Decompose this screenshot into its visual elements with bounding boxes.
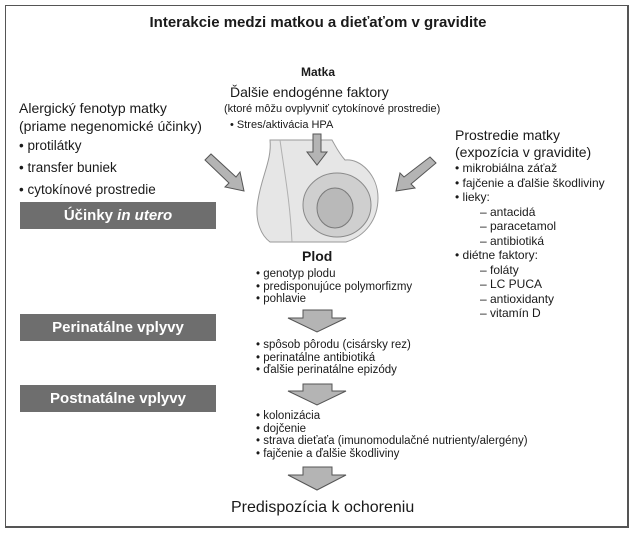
allergic-item: • protilátky (19, 138, 82, 153)
allergic-title: Alergický fenotyp matky (19, 100, 167, 116)
environment-subtitle: (expozícia v gravidite) (455, 144, 592, 160)
environment-subitem: – antacidá (480, 204, 536, 219)
endogenous-subtitle: (ktoré môžu ovplyvniť cytokínové prostre… (224, 103, 441, 115)
arrow-fetus-to-perinatal (287, 309, 347, 333)
fetus-item: • genotyp plodu (256, 268, 336, 280)
allergic-item: • cytokínové prostredie (19, 182, 156, 197)
perinatal-item: • spôsob pôrodu (cisársky rez) (256, 339, 411, 351)
perinatal-item: • perinatálne antibiotiká (256, 351, 376, 364)
endogenous-title: Ďalšie endogénne faktory (230, 84, 389, 100)
environment-title: Prostredie matky (455, 127, 561, 143)
postnatal-item: • fajčenie a ďalšie škodliviny (256, 447, 400, 460)
arrow-perinatal-to-postnatal (287, 383, 347, 406)
allergic-subtitle: (priame negenomické účinky) (19, 118, 202, 134)
postnatal-box: Postnatálne vplyvy (20, 385, 216, 412)
in-utero-italic: in utero (117, 207, 173, 224)
environment-subitem: – vitamín D (480, 306, 541, 320)
environment-item: • diétne faktory: (455, 248, 538, 262)
perinatal-item: • ďalšie perinatálne epizódy (256, 364, 397, 376)
environment-subitem: – LC PUCA (480, 277, 543, 291)
outcome-label: Predispozícia k ochoreniu (231, 499, 415, 516)
arrow-postnatal-to-outcome (287, 466, 347, 491)
environment-item: • fajčenie a ďalšie škodliviny (455, 175, 605, 190)
environment-subitem: – foláty (480, 262, 519, 277)
postnatal-list: • kolonizácia • dojčenie • strava dieťať… (256, 410, 528, 460)
environment-subitem: – paracetamol (480, 219, 557, 233)
diagram-frame (5, 5, 629, 528)
environment-item: • lieky: (455, 190, 490, 204)
arrow-allergic-to-fetus (204, 153, 245, 192)
pregnant-mother-illustration (256, 139, 379, 243)
perinatal-list: • spôsob pôrodu (cisársky rez) • perinat… (256, 339, 411, 377)
in-utero-label: Účinky (63, 207, 118, 224)
postnatal-item: • kolonizácia (256, 410, 321, 422)
endogenous-item: • Stres/aktivácia HPA (230, 119, 334, 131)
in-utero-box: Účinky in utero (20, 202, 216, 229)
mother-label: Matka (300, 65, 335, 79)
fetus-item: • pohlavie (256, 293, 307, 305)
arrow-environment-to-fetus (395, 156, 437, 192)
postnatal-item: • dojčenie (256, 422, 307, 435)
perinatal-box: Perinatálne vplyvy (20, 314, 216, 341)
allergic-phenotype-block: Alergický fenotyp matky (priame negenomi… (19, 99, 202, 201)
arrow-endogenous-to-fetus (305, 133, 329, 166)
environment-subitem: – antioxidanty (480, 291, 555, 306)
environment-block: Prostredie matky (expozícia v gravidite)… (455, 127, 605, 321)
environment-subitem: – antibiotiká (480, 233, 545, 248)
fetus-list: • genotyp plodu • predisponujúce polymor… (256, 268, 412, 306)
diagram-title: Interakcie medzi matkou a dieťaťom v gra… (149, 14, 487, 31)
environment-item: • mikrobiálna záťaž (455, 161, 558, 175)
fetus-item: • predisponujúce polymorfizmy (256, 280, 413, 293)
fetus-label: Plod (302, 248, 333, 264)
postnatal-item: • strava dieťaťa (imunomodulačné nutrien… (256, 435, 528, 447)
allergic-item: • transfer buniek (19, 160, 117, 175)
